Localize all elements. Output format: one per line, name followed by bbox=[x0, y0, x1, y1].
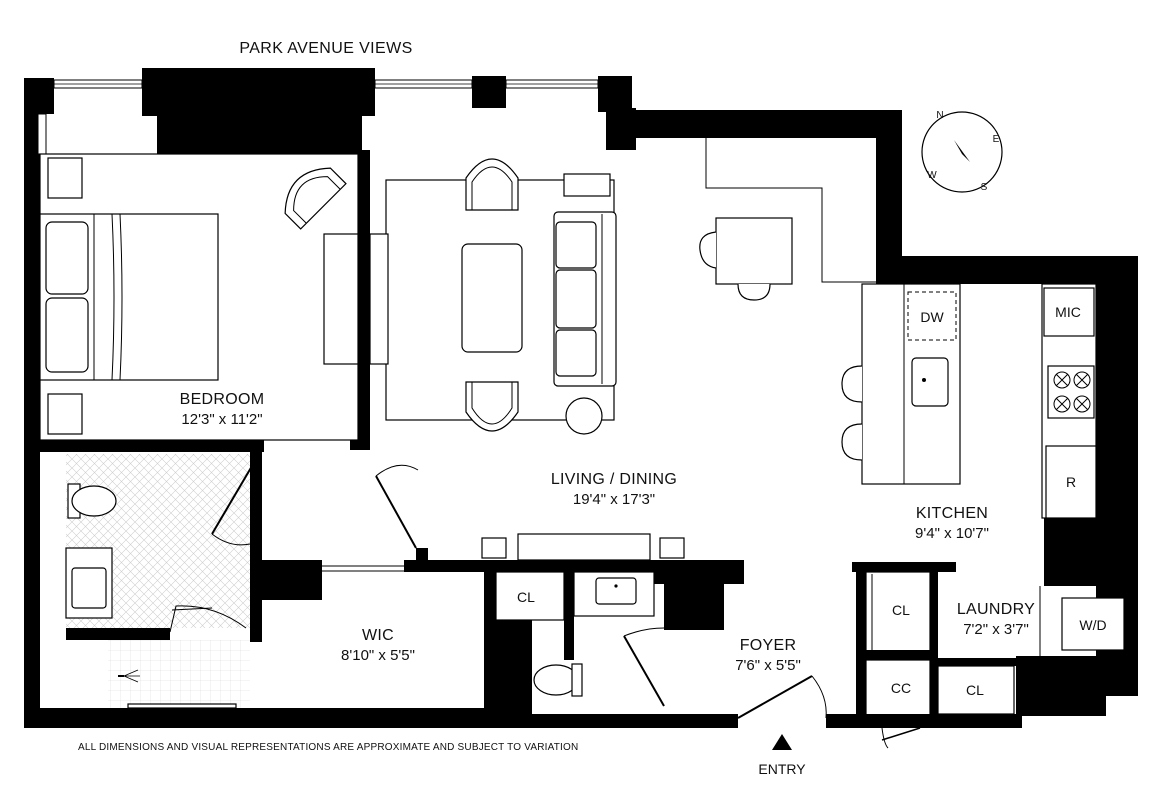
bathroom-fixtures bbox=[65, 465, 253, 709]
bedroom-name: BEDROOM bbox=[180, 391, 265, 408]
interior-walls bbox=[40, 150, 1038, 716]
living-name: LIVING / DINING bbox=[551, 471, 677, 488]
laundry-closet-label: CL bbox=[892, 602, 910, 618]
foyer-dims: 7'6" x 5'5" bbox=[735, 657, 801, 674]
kitchen-dims: 9'4" x 10'7" bbox=[915, 525, 989, 542]
compass-e: E bbox=[993, 134, 1000, 145]
doors bbox=[322, 464, 940, 749]
living-dims: 19'4" x 17'3" bbox=[573, 491, 655, 508]
washer-dryer-label: W/D bbox=[1079, 617, 1106, 633]
wic-dims: 8'10" x 5'5" bbox=[341, 647, 415, 664]
shower-floor bbox=[108, 640, 250, 708]
wic-closet-label: CL bbox=[517, 589, 535, 605]
bottom-closet-label: CL bbox=[966, 682, 984, 698]
powder-room-fixtures bbox=[533, 571, 655, 697]
compass-s: S bbox=[981, 182, 988, 193]
kitchen-name: KITCHEN bbox=[916, 505, 988, 522]
compass-w: W bbox=[927, 170, 937, 181]
disclaimer: ALL DIMENSIONS AND VISUAL REPRESENTATION… bbox=[78, 742, 578, 753]
compass-n: N bbox=[936, 110, 943, 121]
dw-label: DW bbox=[920, 309, 944, 325]
living-furniture bbox=[369, 138, 876, 561]
coat-closet-label: CC bbox=[891, 680, 911, 696]
bedroom-furniture bbox=[39, 153, 359, 441]
laundry-dims: 7'2" x 3'7" bbox=[963, 621, 1029, 638]
refrigerator-label: R bbox=[1066, 474, 1076, 490]
laundry-name: LAUNDRY bbox=[957, 601, 1035, 618]
room-labels: BEDROOM 12'3" x 11'2" LIVING / DINING 19… bbox=[180, 391, 1035, 674]
kitchen-fixtures bbox=[841, 283, 1097, 519]
foyer-name: FOYER bbox=[740, 637, 797, 654]
wic-name: WIC bbox=[362, 627, 394, 644]
entry-label: ENTRY bbox=[758, 761, 806, 777]
park-avenue-views-label: PARK AVENUE VIEWS bbox=[239, 40, 412, 57]
entry-arrow-icon bbox=[772, 734, 792, 750]
laundry-closets bbox=[495, 571, 1125, 717]
compass-icon: N E S W bbox=[921, 110, 1003, 193]
fixture-labels: DW MIC R W/D CL CL CL CC bbox=[517, 304, 1107, 698]
dresser bbox=[323, 233, 359, 365]
mic-label: MIC bbox=[1055, 304, 1081, 320]
bedroom-dims: 12'3" x 11'2" bbox=[181, 411, 262, 428]
windows bbox=[37, 79, 599, 155]
